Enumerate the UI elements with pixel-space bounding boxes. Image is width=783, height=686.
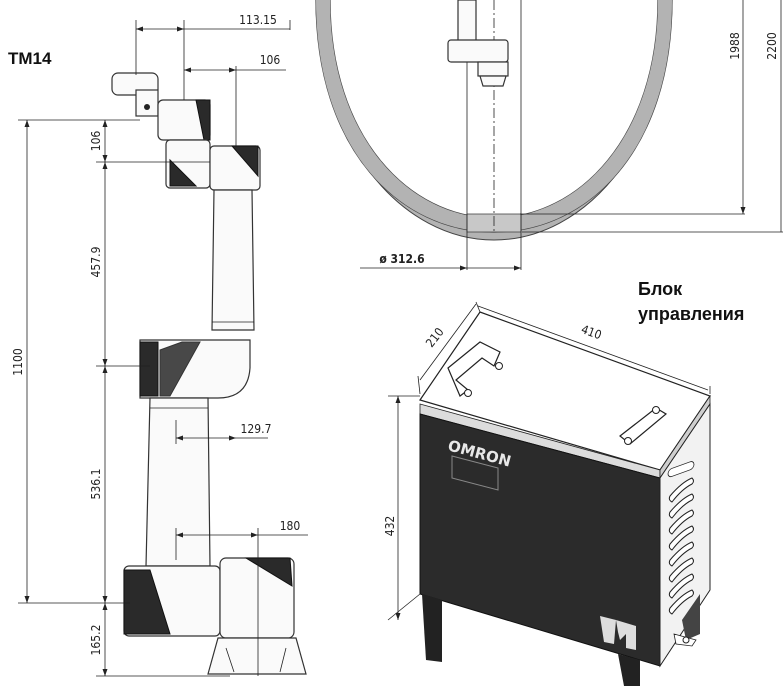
arrow: [102, 669, 108, 676]
vent-slot: [668, 589, 694, 615]
control-box-drawing: OMRON: [419, 311, 711, 686]
arrow: [136, 26, 143, 32]
controller-label-line2: управления: [638, 304, 744, 324]
shoulder-joint-cover: [123, 569, 171, 635]
vent-slot: [668, 477, 694, 503]
robot-dimension-lines: 113.15 106 1100 106 457.9 536.1: [11, 13, 308, 677]
arrow: [24, 596, 30, 603]
robot-model-label: TM14: [8, 49, 52, 68]
arrow: [229, 67, 236, 73]
arrow: [24, 120, 30, 127]
screw: [464, 389, 472, 397]
center-robot-link: [457, 0, 477, 43]
arrow: [102, 596, 108, 603]
arrow: [184, 67, 191, 73]
arrow: [395, 613, 401, 620]
ext-box-depth-right: [475, 301, 481, 313]
arrow: [395, 396, 401, 403]
screw: [624, 437, 632, 445]
dim-base-diameter: ø 312.6: [379, 252, 424, 266]
dim-wrist-height: 106: [89, 131, 103, 152]
screw: [495, 362, 503, 370]
vent-slot: [668, 509, 694, 535]
vent-slot: [668, 493, 694, 519]
arrow: [177, 26, 184, 32]
base-joint-cover: [244, 557, 293, 587]
dim-max-height: 2200: [765, 32, 779, 60]
vent-slot: [668, 541, 694, 567]
dim-line-box-width: [477, 305, 709, 391]
arrow: [740, 207, 746, 214]
wrist-joint-2-cover: [169, 158, 198, 187]
vent: [667, 461, 695, 478]
leg-front-left: [422, 594, 442, 662]
dim-box-depth: 210: [423, 325, 447, 350]
vent-slot: [668, 557, 694, 583]
center-robot-tool: [479, 75, 507, 87]
center-robot-joint: [447, 39, 509, 63]
handle-left: [447, 341, 501, 397]
side-vents: [667, 461, 695, 478]
arrow: [176, 435, 183, 441]
arrow: [102, 162, 108, 169]
vent-slot: [668, 525, 694, 551]
ext-box-height-bottom: [387, 593, 421, 621]
lower-arm-link: [145, 397, 211, 567]
leg-front-right: [618, 654, 640, 686]
dim-box-width: 410: [579, 322, 603, 342]
tm-logo: [600, 616, 636, 650]
upper-arm-link: [211, 189, 255, 331]
leg-back-right: [682, 594, 700, 640]
wrist-joint-1-cover: [230, 145, 259, 178]
screw: [652, 406, 660, 414]
arrow: [102, 359, 108, 366]
ext-box-depth-left: [417, 375, 421, 395]
base-detail-lines: [225, 647, 287, 673]
vent-slot: [668, 573, 694, 599]
dim-upper-arm: 457.9: [89, 246, 103, 277]
dim-top-offset: 113.15: [239, 13, 277, 27]
arrow: [514, 265, 521, 271]
arrow: [102, 603, 108, 610]
controller-label-line1: Блок: [638, 279, 683, 299]
dim-tool-offset: 106: [260, 53, 281, 67]
arrow: [102, 366, 108, 373]
screw: [682, 636, 690, 644]
dim-line-box-depth: [419, 303, 477, 381]
arrow: [251, 532, 258, 538]
elbow-joint-cover: [139, 341, 159, 397]
dim-shoulder-offset: 180: [280, 519, 301, 533]
arrow: [176, 532, 183, 538]
vent-slots: [668, 477, 694, 615]
tool-connector: [135, 89, 159, 117]
dim-total-reach: 1100: [11, 348, 25, 376]
dim-elbow-offset: 129.7: [241, 422, 272, 436]
robot-base: [207, 637, 307, 675]
label-plate: [451, 455, 499, 491]
dim-box-height: 432: [383, 516, 397, 537]
arrow: [102, 155, 108, 162]
elbow-stripe: [159, 341, 201, 397]
arrow: [102, 120, 108, 127]
arrow: [229, 435, 236, 441]
tool-led: [144, 104, 150, 110]
robot-arm-drawing: [111, 72, 307, 675]
dim-reach-height: 1988: [728, 32, 742, 60]
workspace-view: 1988 2200 ø 312.6: [315, 0, 783, 271]
dim-lower-arm: 536.1: [89, 469, 103, 500]
dim-base-height: 165.2: [89, 625, 103, 656]
arrow: [460, 265, 467, 271]
center-robot-flange: [477, 61, 509, 77]
wrist-joint-3-cover: [195, 99, 211, 141]
